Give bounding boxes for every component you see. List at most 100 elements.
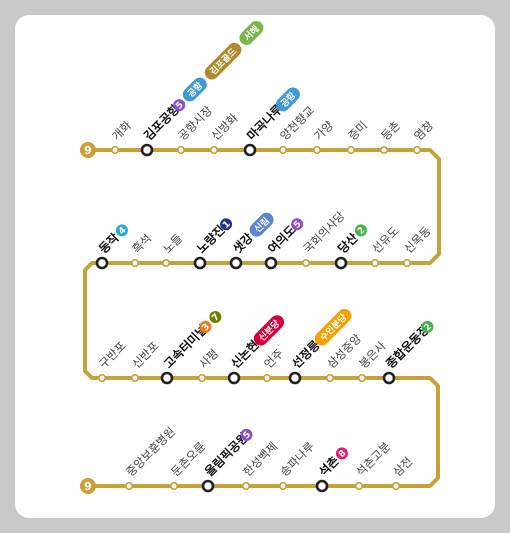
station-2-1[interactable]: 신반포 <box>129 339 162 382</box>
transfer-station-marker <box>264 256 278 270</box>
station-3-4[interactable]: 송파나루 <box>277 439 317 490</box>
station-label-group: 한성백제 <box>240 439 280 479</box>
station-2-5[interactable]: 언주 <box>261 346 286 382</box>
transfer-line-pill <box>182 77 207 102</box>
transfer-line-badge <box>291 218 304 231</box>
station-3-5[interactable]: 석촌8 <box>315 443 352 493</box>
station-marker <box>170 481 179 490</box>
transfer-line-badge <box>421 320 434 333</box>
transfer-line-pill <box>253 315 285 346</box>
station-name: 염창 <box>411 118 436 143</box>
transfer-line-pill <box>275 87 300 112</box>
transfer-line-badge <box>209 311 222 324</box>
station-label-group: 구반포 <box>96 339 128 371</box>
station-1-1[interactable]: 흑석 <box>129 231 154 268</box>
station-label-group: 신방화 <box>208 110 241 143</box>
transfer-line-badge-text: 4 <box>117 225 129 237</box>
station-label-group: 사평 <box>196 346 221 371</box>
transfer-line-badge <box>354 224 367 237</box>
station-name: 개화 <box>109 118 134 143</box>
station-3-6[interactable]: 석촌고분 <box>353 439 393 490</box>
station-label-group: 염창 <box>411 118 436 143</box>
station-0-6[interactable]: 가양 <box>311 118 336 155</box>
station-1-2[interactable]: 노들 <box>160 231 185 268</box>
transfer-line-badge <box>173 99 186 112</box>
transfer-station-marker <box>201 479 215 493</box>
station-marker <box>379 146 388 155</box>
station-name: 언주 <box>261 346 286 371</box>
station-3-7[interactable]: 삼전 <box>390 454 415 490</box>
transfer-station-marker <box>160 371 174 385</box>
transfer-line-pill <box>204 42 242 80</box>
station-name: 노들 <box>160 231 185 256</box>
station-name: 삼전 <box>390 454 415 479</box>
transfer-line-badge-text: 3 <box>201 322 213 334</box>
station-marker <box>402 259 411 268</box>
station-2-3[interactable]: 사평 <box>196 346 221 382</box>
transfer-line-pill <box>249 212 274 237</box>
station-marker <box>301 259 310 268</box>
transfer-line-badge-text: 8 <box>337 448 349 460</box>
transfer-station-marker <box>243 143 257 157</box>
station-3-3[interactable]: 한성백제 <box>240 439 280 490</box>
station-0-3[interactable]: 신방화 <box>208 110 241 155</box>
terminal-line-number-end: 9 <box>84 480 92 493</box>
transfer-station-marker <box>95 256 109 270</box>
station-1-7[interactable]: 당산2 <box>335 220 371 270</box>
transfer-line-pill <box>314 308 352 346</box>
station-marker <box>242 481 251 490</box>
station-2-0[interactable]: 구반포 <box>96 339 129 382</box>
station-marker <box>111 146 120 155</box>
station-marker <box>278 146 287 155</box>
station-0-7[interactable]: 증미 <box>345 118 370 155</box>
station-marker <box>278 481 287 490</box>
station-name: 한성백제 <box>240 439 280 479</box>
station-name: 둔촌오륜 <box>168 439 208 479</box>
station-1-0[interactable]: 동작4 <box>95 220 132 270</box>
transfer-line-pill-text: 수인분당 <box>317 311 349 343</box>
station-name: 신반포 <box>129 339 161 371</box>
station-label-group: 석촌고분 <box>353 439 393 479</box>
station-label-group: 등촌 <box>378 118 403 143</box>
station-0-9[interactable]: 염창 <box>411 118 436 155</box>
station-1-9[interactable]: 신목동 <box>401 224 434 268</box>
station-marker <box>131 373 140 382</box>
station-1-8[interactable]: 선유도 <box>369 224 402 268</box>
station-marker <box>131 259 140 268</box>
station-marker <box>325 373 334 382</box>
station-0-8[interactable]: 등촌 <box>378 118 403 155</box>
station-marker <box>412 146 421 155</box>
station-label-group: 둔촌오륜 <box>168 439 208 479</box>
station-0-0[interactable]: 개화 <box>109 118 134 155</box>
station-name: 흑석 <box>129 231 154 256</box>
station-marker <box>370 259 379 268</box>
station-label-group: 개화 <box>109 118 134 143</box>
station-name: 석촌고분 <box>353 439 393 479</box>
transfer-line-badge <box>199 320 212 333</box>
transfer-station-marker <box>227 371 241 385</box>
station-3-0[interactable]: 중앙보훈병원 <box>123 424 178 490</box>
station-name: 증미 <box>345 118 370 143</box>
transfer-station-marker <box>229 256 243 270</box>
station-name: 신방화 <box>208 110 241 143</box>
station-label-group: 신목동 <box>401 224 433 256</box>
station-marker <box>198 373 207 382</box>
station-marker <box>263 373 272 382</box>
station-marker <box>354 481 363 490</box>
station-label-group: 선유도 <box>369 224 401 256</box>
station-label-group: 삼전 <box>390 454 415 479</box>
transfer-line-badge <box>240 428 253 441</box>
station-3-1[interactable]: 둔촌오륜 <box>168 439 208 490</box>
transfer-line-badge-text: 5 <box>174 100 186 112</box>
station-marker <box>357 373 366 382</box>
station-marker <box>391 481 400 490</box>
transfer-station-marker <box>315 479 329 493</box>
transfer-station-marker <box>193 256 207 270</box>
